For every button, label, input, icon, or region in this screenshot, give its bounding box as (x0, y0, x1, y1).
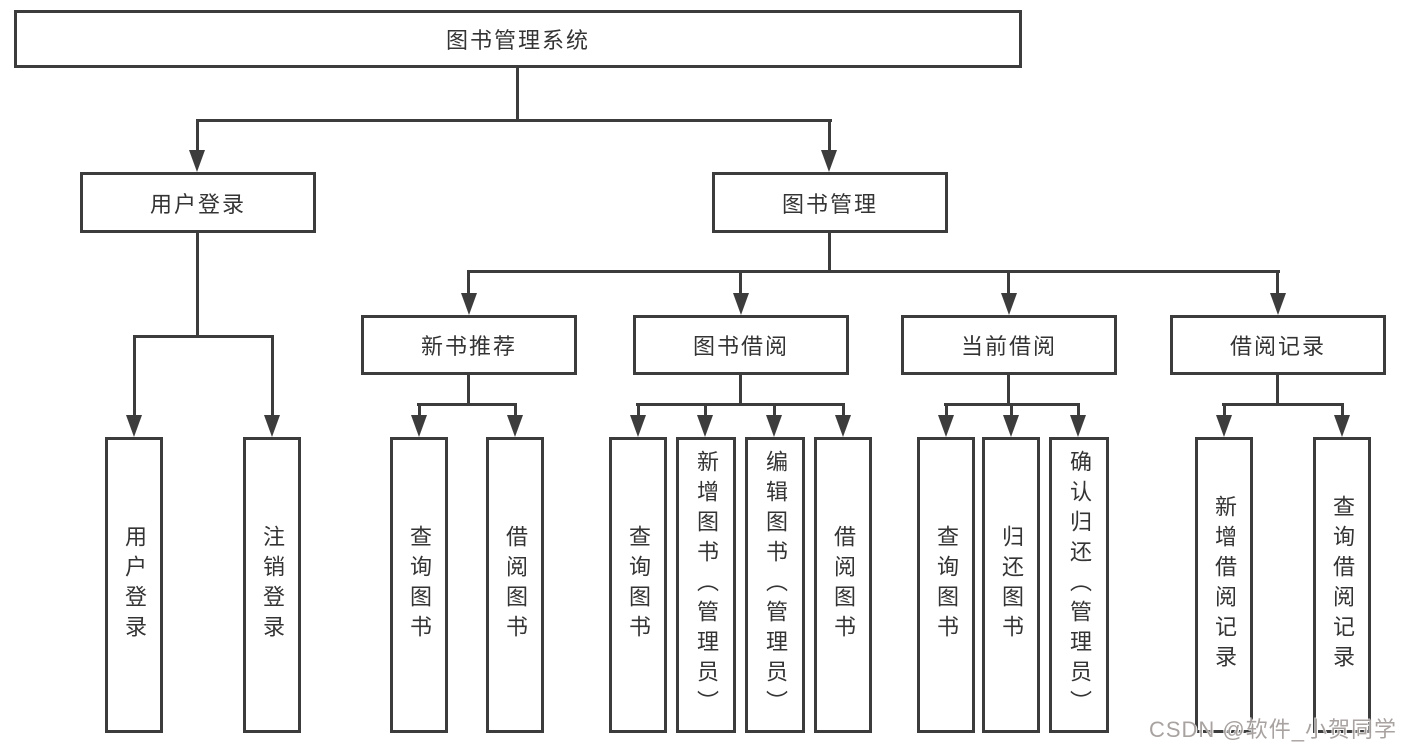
connector-root-trunk (516, 68, 519, 121)
leaf-user-login: 用户登录 (105, 437, 163, 733)
node-user-login: 用户登录 (80, 172, 316, 233)
leaf-add-borrow-record: 新增借阅记录 (1195, 437, 1253, 733)
node-current-borrow: 当前借阅 (901, 315, 1117, 375)
arrow-down-icon (264, 415, 280, 437)
leaf-query-book-current: 查询图书 (917, 437, 975, 733)
leaf-logout: 注销登录 (243, 437, 301, 733)
connector-stub-leaf-logout (271, 335, 274, 417)
connector-stub-current-borrow (1007, 270, 1010, 295)
connector-stub-new-book (467, 270, 470, 295)
arrow-down-icon (1001, 293, 1017, 315)
connector-level3-rail (467, 270, 1280, 273)
connector-stub (514, 403, 517, 417)
connector-stub-borrow-records (1276, 270, 1279, 295)
connector-stub-leaf-login (133, 335, 136, 417)
connector-borrow-records-rail (1222, 403, 1344, 406)
connector-book-management-trunk (828, 233, 831, 272)
arrow-down-icon (461, 293, 477, 315)
connector-new-book-rail (417, 403, 517, 406)
connector-stub-book-management (828, 119, 831, 152)
node-new-book-recommend: 新书推荐 (361, 315, 577, 375)
connector-stub (637, 403, 640, 417)
connector-stub (1077, 403, 1080, 417)
arrow-down-icon (507, 415, 523, 437)
connector-borrow-records-trunk (1276, 375, 1279, 406)
connector-stub-user-login (196, 119, 199, 152)
arrow-down-icon (766, 415, 782, 437)
connector-stub (842, 403, 845, 417)
leaf-borrow-book-newbook: 借阅图书 (486, 437, 544, 733)
connector-book-borrow-rail (636, 403, 845, 406)
connector-stub (1341, 403, 1344, 417)
connector-stub (418, 403, 421, 417)
arrow-down-icon (697, 415, 713, 437)
arrow-down-icon (189, 150, 205, 172)
node-book-borrow: 图书借阅 (633, 315, 849, 375)
leaf-return-book: 归还图书 (982, 437, 1040, 733)
connector-user-login-rail (133, 335, 274, 338)
arrow-down-icon (821, 150, 837, 172)
connector-new-book-trunk (467, 375, 470, 406)
arrow-down-icon (411, 415, 427, 437)
connector-current-borrow-trunk (1007, 375, 1010, 406)
connector-stub (1223, 403, 1226, 417)
connector-stub (945, 403, 948, 417)
leaf-query-book-borrow: 查询图书 (609, 437, 667, 733)
connector-stub (1010, 403, 1013, 417)
arrow-down-icon (126, 415, 142, 437)
arrow-down-icon (630, 415, 646, 437)
connector-stub-book-borrow (739, 270, 742, 295)
arrow-down-icon (1003, 415, 1019, 437)
node-book-management: 图书管理 (712, 172, 948, 233)
leaf-query-book-newbook: 查询图书 (390, 437, 448, 733)
arrow-down-icon (1216, 415, 1232, 437)
leaf-confirm-return-admin: 确认归还（管理员） (1049, 437, 1109, 733)
connector-user-login-trunk (196, 233, 199, 337)
connector-stub (773, 403, 776, 417)
arrow-down-icon (1270, 293, 1286, 315)
connector-book-borrow-trunk (739, 375, 742, 406)
arrow-down-icon (733, 293, 749, 315)
csdn-watermark: CSDN @软件_小贺同学 (1148, 717, 1397, 742)
leaf-edit-book-admin: 编辑图书（管理员） (745, 437, 805, 733)
arrow-down-icon (1334, 415, 1350, 437)
leaf-query-borrow-record: 查询借阅记录 (1313, 437, 1371, 733)
arrow-down-icon (938, 415, 954, 437)
node-borrow-records: 借阅记录 (1170, 315, 1386, 375)
arrow-down-icon (835, 415, 851, 437)
connector-level2-rail (196, 119, 832, 122)
arrow-down-icon (1070, 415, 1086, 437)
node-library-system: 图书管理系统 (14, 10, 1022, 68)
connector-stub (704, 403, 707, 417)
leaf-add-book-admin: 新增图书（管理员） (676, 437, 736, 733)
leaf-borrow-book: 借阅图书 (814, 437, 872, 733)
